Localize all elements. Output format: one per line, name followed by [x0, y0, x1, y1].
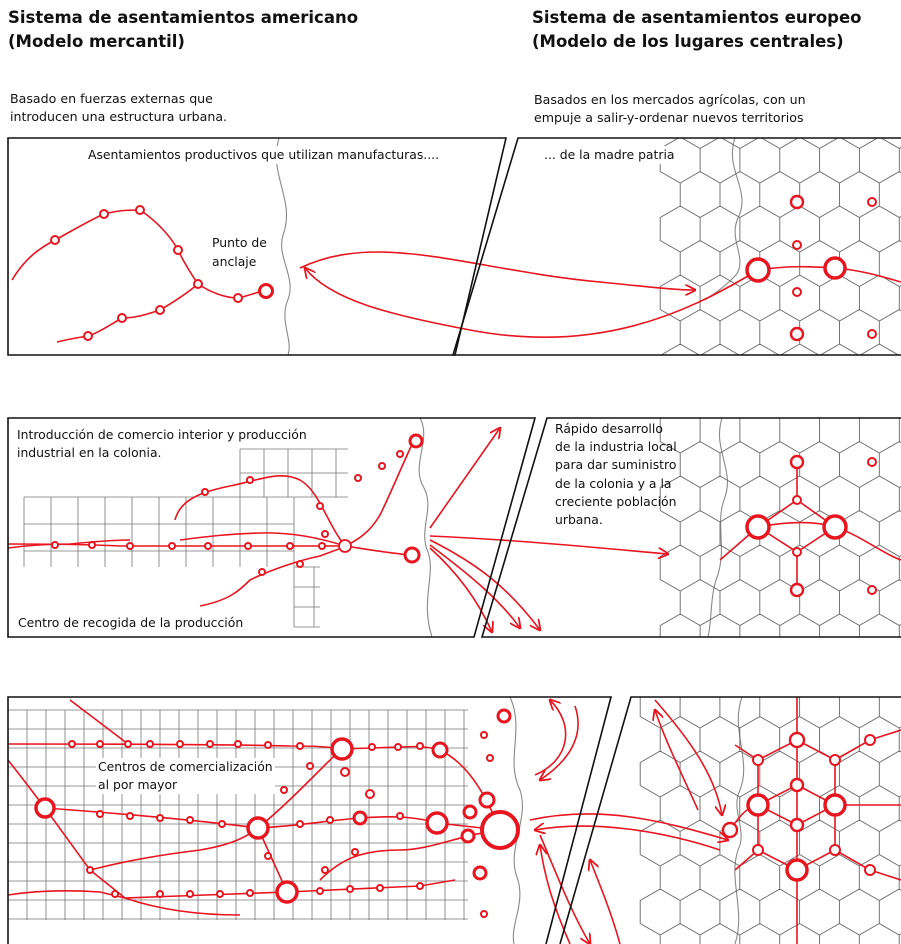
panel-outlines — [7, 137, 901, 356]
american-description: Basado en fuerzas externas que introduce… — [10, 90, 227, 126]
american-description-line1: Basado en fuerzas externas que — [10, 91, 213, 106]
colonial-routes — [7, 439, 415, 607]
american-title-line1: Sistema de asentamientos americano — [8, 8, 359, 27]
hexagon-grid — [659, 138, 901, 355]
american-title: Sistema de asentamientos americano (Mode… — [8, 6, 358, 54]
hexagon-cells — [639, 697, 901, 944]
route-towns — [51, 450, 404, 576]
wholesale-centers-caption: Centros de comercialización al por mayor — [96, 758, 275, 794]
panel-3 — [7, 696, 901, 944]
european-description: Basados en los mercados agrícolas, con u… — [534, 91, 806, 127]
interior-trade-caption-line2: industrial en la colonia. — [17, 445, 162, 460]
colonial-route — [11, 209, 266, 343]
anchor-point-label-line1: Punto de — [212, 235, 267, 250]
coastline — [275, 137, 743, 356]
panel-outlines — [7, 417, 901, 638]
anchor-point-label: Punto de anclaje — [212, 233, 267, 271]
motherland-caption: ... de la madre patria — [542, 146, 677, 164]
american-description-line2: introducen una estructura urbana. — [10, 109, 228, 124]
cities — [338, 433, 424, 564]
central-places — [719, 454, 901, 598]
coastline — [418, 417, 728, 638]
interior-trade-caption: Introducción de comercio interior y prod… — [17, 426, 307, 462]
hexagon-cells — [659, 418, 901, 637]
local-industry-caption-line6: urbana. — [555, 512, 603, 528]
central-places — [721, 697, 901, 944]
american-title-line2: (Modelo mercantil) — [8, 32, 185, 51]
cities — [34, 708, 520, 904]
route-towns — [50, 205, 243, 341]
european-title-line2: (Modelo de los lugares centrales) — [532, 32, 844, 51]
central-places — [745, 194, 901, 342]
trade-arrows — [529, 700, 728, 944]
local-industry-caption-line3: para dar suministro — [555, 457, 677, 473]
european-title: Sistema de asentamientos europeo (Modelo… — [532, 6, 862, 54]
wholesale-centers-caption-line1: Centros de comercialización — [98, 759, 273, 774]
panel-1 — [7, 137, 901, 356]
local-industry-caption: Rápido desarrollo de la industria local … — [555, 420, 677, 529]
route-towns — [68, 731, 494, 918]
local-industry-caption-line4: de la colonia y a la — [555, 475, 672, 491]
hexagon-grid — [639, 697, 901, 944]
trade-arrows — [429, 428, 668, 632]
wholesale-centers-caption-line2: al por mayor — [98, 777, 178, 792]
interior-trade-caption-line1: Introducción de comercio interior y prod… — [17, 427, 307, 442]
hexagon-cells — [659, 138, 901, 355]
productive-settlements-caption: Asentamientos productivos que utilizan m… — [86, 146, 442, 164]
local-industry-caption-line5: creciente población — [555, 493, 677, 509]
anchor-point-label-line2: anclaje — [212, 254, 257, 269]
grid — [23, 448, 348, 628]
grid-cells — [23, 448, 348, 628]
panel-outlines — [7, 696, 901, 944]
hexagon-grid — [659, 418, 901, 637]
panel-2 — [7, 417, 901, 638]
european-description-line2: empuje a salir-y-ordenar nuevos territor… — [534, 110, 804, 125]
local-industry-caption-line2: de la industria local — [555, 439, 677, 455]
trade-arrows — [299, 251, 749, 338]
collection-center-caption: Centro de recogida de la producción — [17, 614, 247, 632]
european-title-line1: Sistema de asentamientos europeo — [532, 8, 862, 27]
anchor-point — [258, 283, 274, 299]
european-description-line1: Basados en los mercados agrícolas, con u… — [534, 92, 806, 107]
coastline — [509, 696, 745, 944]
local-industry-caption-line1: Rápido desarrollo — [555, 421, 663, 436]
